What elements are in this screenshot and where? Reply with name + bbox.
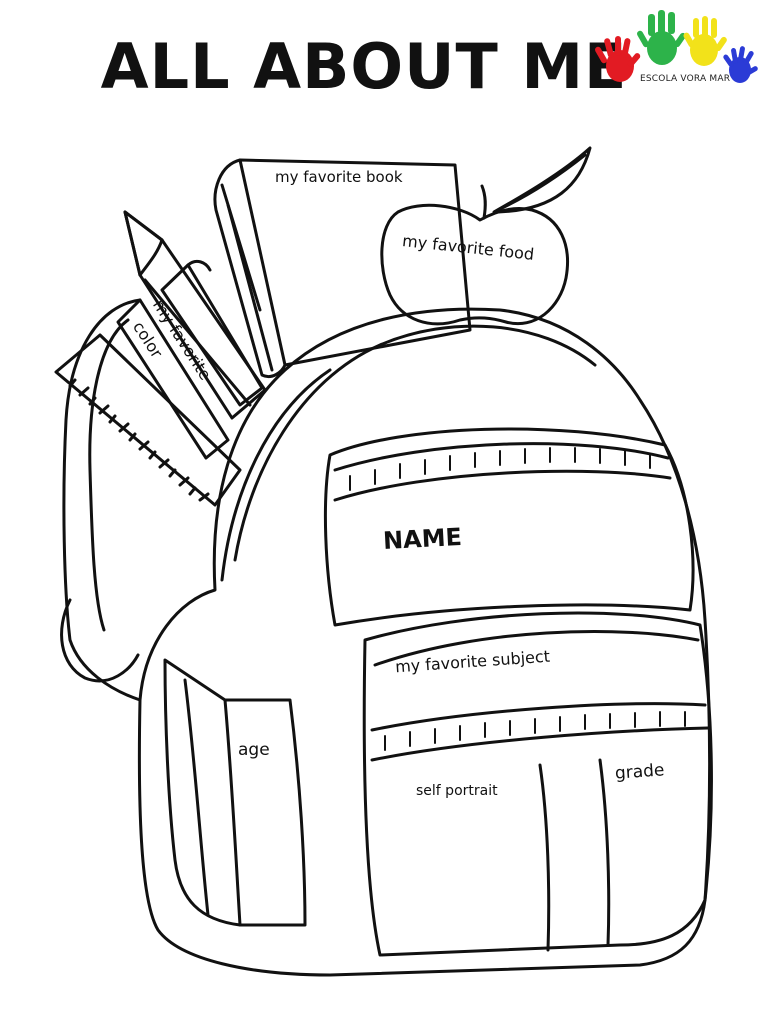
self-portrait-label: self portrait bbox=[416, 783, 498, 799]
lower-pocket-divider-1 bbox=[538, 763, 551, 952]
crayon bbox=[116, 259, 264, 460]
strap-inner-line bbox=[88, 318, 130, 632]
handprints-icon bbox=[595, 10, 758, 83]
side-pocket-line-2 bbox=[223, 698, 242, 927]
side-pocket-line-1 bbox=[183, 678, 210, 917]
book bbox=[213, 158, 472, 379]
upper-pocket bbox=[323, 427, 695, 627]
backpack-top-seam-2 bbox=[220, 368, 332, 582]
lower-pocket-flap bbox=[373, 630, 700, 667]
logo-text: ESCOLA VORA MAR bbox=[640, 74, 731, 84]
blue-hand-icon bbox=[723, 46, 758, 83]
favorite-book-label: my favorite book bbox=[275, 168, 403, 186]
shoulder-strap bbox=[62, 298, 142, 702]
grade-label: grade bbox=[614, 760, 666, 784]
lower-pocket-divider-2 bbox=[598, 758, 611, 947]
handprints-logo bbox=[592, 8, 762, 92]
lower-zipper-bottom bbox=[370, 726, 710, 762]
lower-pocket bbox=[362, 611, 713, 957]
strap-loop bbox=[60, 598, 140, 683]
title-text: ALL ABOUT ME bbox=[100, 30, 628, 103]
backpack-top-seam bbox=[233, 324, 597, 562]
red-hand-icon bbox=[595, 36, 641, 82]
upper-zipper-bottom bbox=[333, 469, 672, 502]
apple bbox=[380, 146, 592, 326]
ruler bbox=[54, 333, 242, 507]
lower-zipper-teeth bbox=[384, 711, 686, 751]
page-title: ALL ABOUT ME bbox=[0, 30, 768, 103]
upper-zipper-teeth bbox=[349, 447, 651, 491]
upper-zipper-top bbox=[333, 442, 670, 472]
green-hand-icon bbox=[637, 10, 686, 65]
name-label: NAME bbox=[382, 522, 463, 556]
lower-zipper-top bbox=[370, 702, 707, 732]
yellow-hand-icon bbox=[683, 16, 727, 66]
age-label: age bbox=[238, 740, 270, 760]
